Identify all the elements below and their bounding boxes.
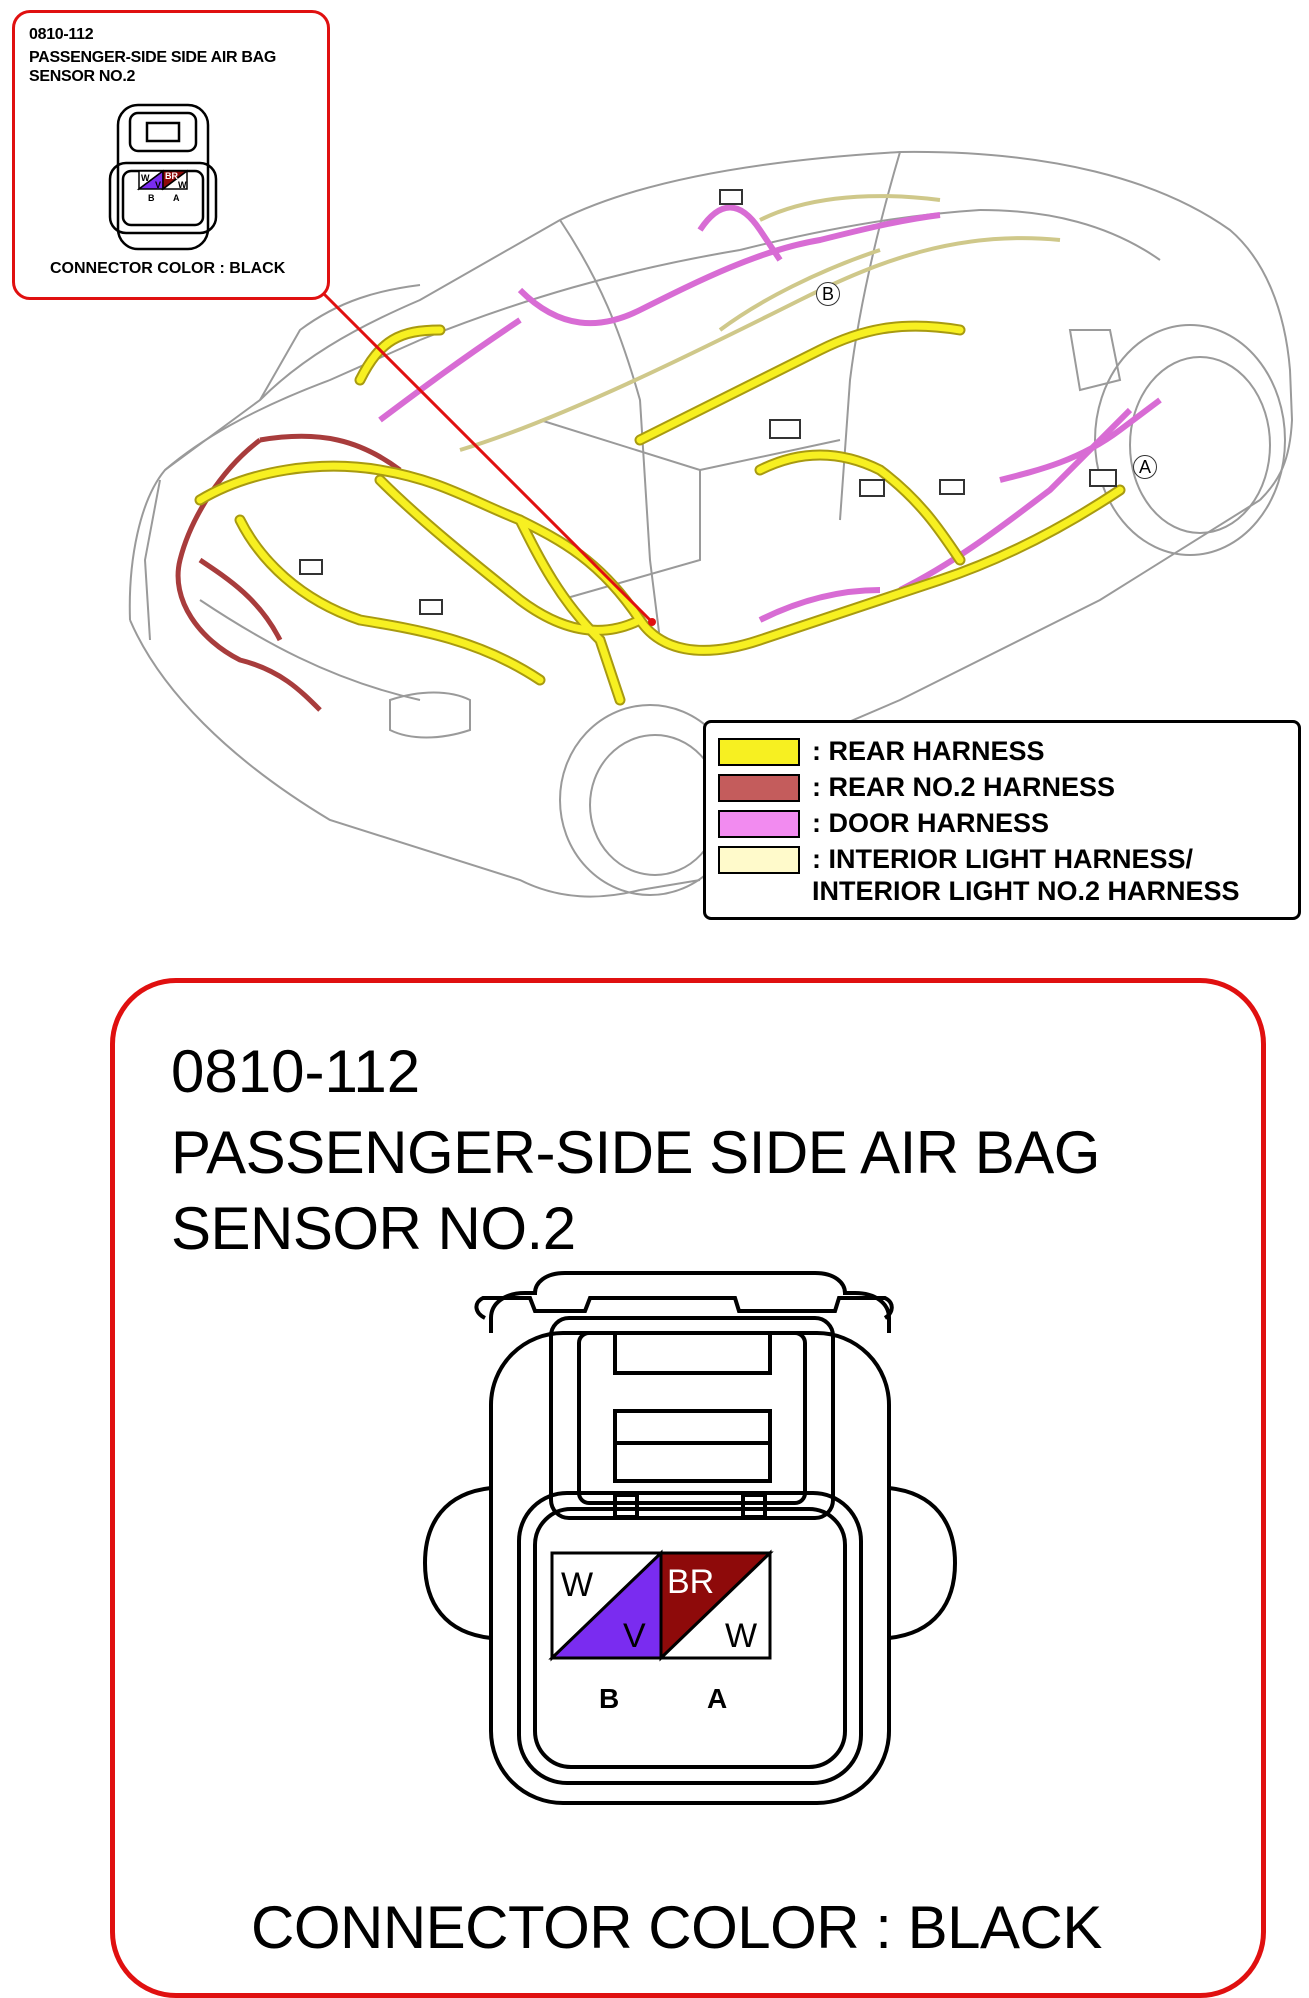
connector-code: 0810-112 [171,1038,421,1105]
harness-legend: : REAR HARNESS : REAR NO.2 HARNESS : DOO… [703,720,1301,920]
connector-title: PASSENGER-SIDE SIDE AIR BAG SENSOR NO.2 [171,1119,1100,1262]
small-pin-label-b: B [148,193,155,203]
connector-face-drawing: W V BR W B A [422,1271,958,1805]
small-connector-code: 0810-112 [29,26,94,43]
small-pin-a-top: BR [165,171,178,181]
legend-label-door: : DOOR HARNESS [812,808,1050,838]
legend-item-rear-no2: : REAR NO.2 HARNESS [718,771,1115,805]
legend-label-interior-light: : INTERIOR LIGHT HARNESS/ INTERIOR LIGHT… [812,844,1240,906]
pin-a-wire-bottom: W [725,1617,757,1655]
legend-item-rear: : REAR HARNESS [718,735,1045,769]
legend-swatch-interior-light [718,846,800,874]
legend-item-door: : DOOR HARNESS [718,807,1049,841]
legend-label-rear: : REAR HARNESS [812,736,1045,766]
legend-swatch-rear [718,738,800,766]
pin-b-wire-bottom: V [623,1617,646,1655]
connector-thumbnail-box: 0810-112 PASSENGER-SIDE SIDE AIR BAG SEN… [12,10,330,300]
pin-b-wire-top: W [561,1566,593,1604]
small-connector-icon: W V BR W B A [108,103,218,251]
legend-item-interior-light: : INTERIOR LIGHT HARNESS/ INTERIOR LIGHT… [718,843,1240,911]
legend-swatch-rear-no2 [718,774,800,802]
small-connector-title: PASSENGER-SIDE SIDE AIR BAG SENSOR NO.2 [29,49,277,85]
small-pin-b-bottom: V [155,180,161,190]
connector-detail-box: 0810-112 PASSENGER-SIDE SIDE AIR BAG SEN… [110,978,1266,1998]
legend-swatch-door [718,810,800,838]
legend-label-rear-no2: : REAR NO.2 HARNESS [812,772,1116,802]
small-pin-label-a: A [173,193,180,203]
connector-color-label: CONNECTOR COLOR : BLACK [251,1894,1102,1961]
callout-a: A [1133,455,1157,479]
small-pin-a-bottom: W [178,180,187,190]
small-pin-b-top: W [141,173,150,183]
pin-a-wire-top: BR [667,1563,714,1601]
pin-label-a: A [707,1683,727,1714]
vehicle-harness-diagram [128,150,1294,898]
callout-b: B [816,282,840,306]
small-connector-color: CONNECTOR COLOR : BLACK [50,260,286,277]
pin-label-b: B [599,1683,619,1714]
